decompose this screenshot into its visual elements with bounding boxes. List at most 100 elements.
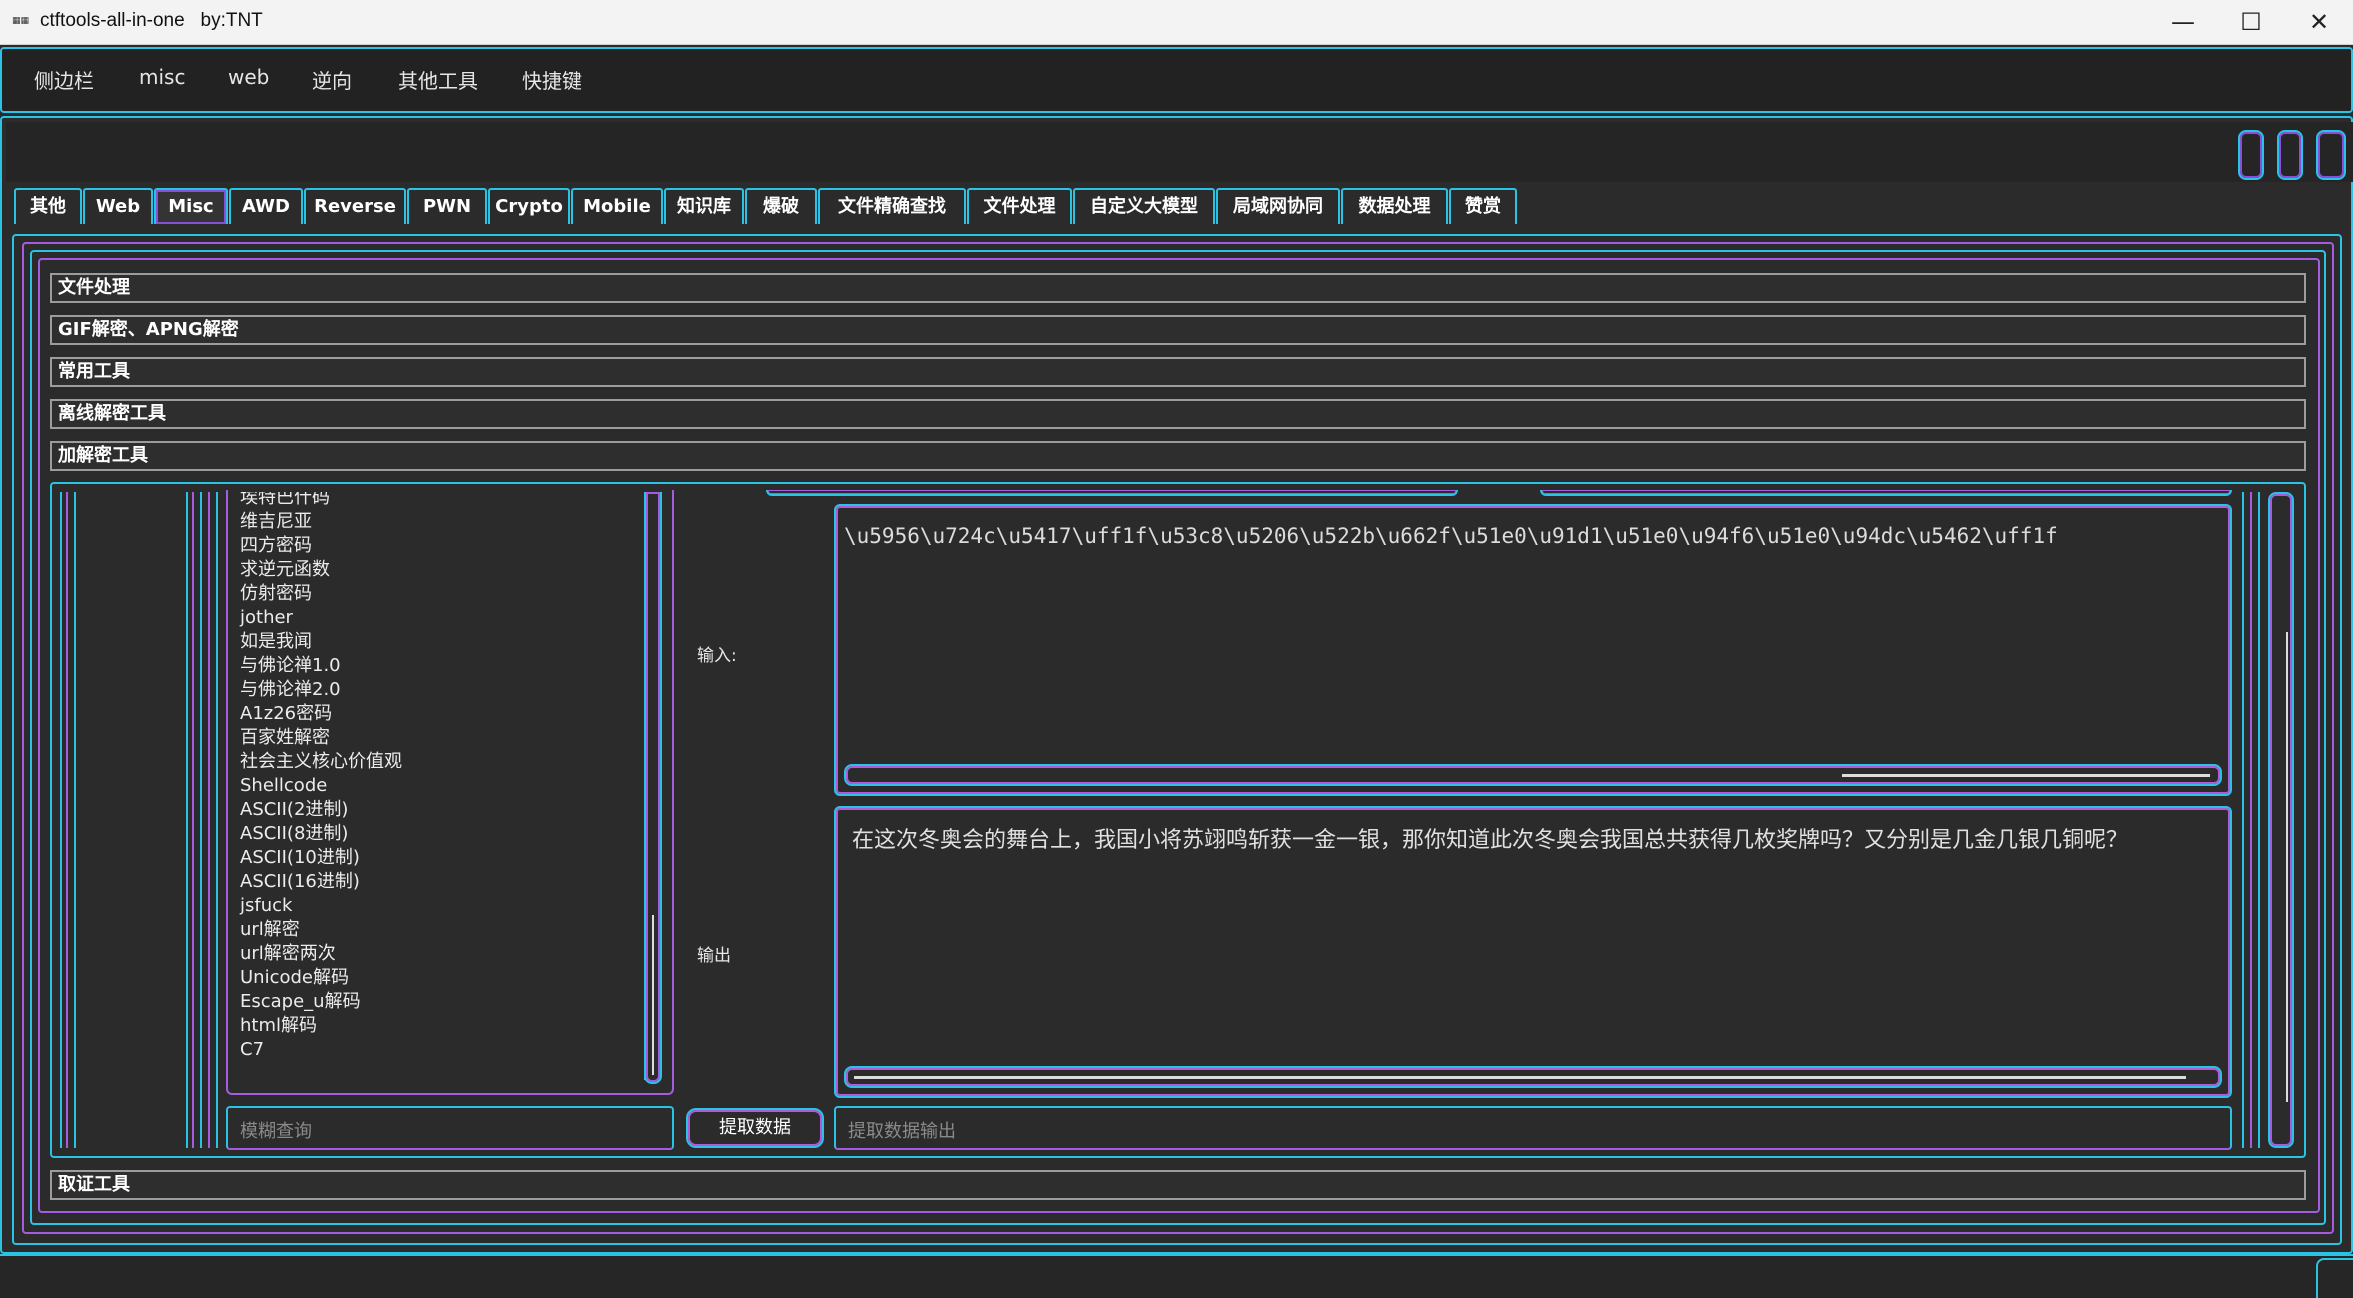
cipher-list-item[interactable]: 与佛论禅1.0 bbox=[240, 655, 341, 676]
tab-mobile[interactable]: Mobile bbox=[571, 188, 663, 224]
tab-crypto[interactable]: Crypto bbox=[488, 188, 570, 224]
extract-data-button[interactable]: 提取数据 bbox=[686, 1108, 824, 1148]
decor-line bbox=[186, 492, 188, 1148]
decor-line bbox=[216, 492, 218, 1148]
title-bar: ▦▦ ctftools-all-in-one by:TNT — ☐ ✕ bbox=[0, 0, 2353, 45]
menu-bar: 侧边栏 misc web 逆向 其他工具 快捷键 bbox=[0, 47, 2353, 113]
decor-strip bbox=[1540, 490, 2232, 496]
search-placeholder: 模糊查询 bbox=[240, 1121, 312, 1142]
output-label: 输出 bbox=[697, 946, 731, 966]
cipher-list-item[interactable]: ASCII(10进制) bbox=[240, 847, 360, 868]
input-text: \u5956\u724c\u5417\uff1f\u53c8\u5206\u52… bbox=[844, 524, 2058, 548]
cipher-list-item[interactable]: url解密两次 bbox=[240, 943, 336, 964]
window-title: ctftools-all-in-one by:TNT bbox=[40, 10, 263, 31]
menu-web[interactable]: web bbox=[228, 65, 270, 89]
input-hscroll-thumb[interactable] bbox=[1842, 774, 2210, 777]
corner-button-3[interactable] bbox=[2316, 130, 2346, 180]
cipher-list-item[interactable]: ASCII(8进制) bbox=[240, 823, 349, 844]
tab-knowledge[interactable]: 知识库 bbox=[664, 188, 744, 224]
cipher-list-item[interactable]: ASCII(16进制) bbox=[240, 871, 360, 892]
decor-line bbox=[2250, 492, 2252, 1148]
extract-output-placeholder: 提取数据输出 bbox=[848, 1121, 956, 1142]
menu-sidebar[interactable]: 侧边栏 bbox=[34, 69, 94, 93]
cipher-list-scrollbar[interactable] bbox=[644, 492, 662, 1084]
menu-misc[interactable]: misc bbox=[139, 65, 186, 89]
tab-misc[interactable]: Misc bbox=[154, 188, 228, 224]
cipher-list-item[interactable]: C7 bbox=[240, 1039, 265, 1060]
tab-web[interactable]: Web bbox=[83, 188, 153, 224]
cipher-list-item[interactable]: 社会主义核心价值观 bbox=[240, 751, 402, 772]
tab-other[interactable]: 其他 bbox=[14, 188, 82, 224]
cipher-list-item[interactable]: 埃特巴什码 bbox=[240, 487, 330, 508]
section-gif-apng[interactable]: GIF解密、APNG解密 bbox=[50, 315, 2306, 345]
cipher-list-item[interactable]: 求逆元函数 bbox=[240, 559, 330, 580]
tab-pwn[interactable]: PWN bbox=[407, 188, 487, 224]
decor-line bbox=[2258, 492, 2260, 1148]
cipher-list-item[interactable]: A1z26密码 bbox=[240, 703, 333, 724]
menu-other-tools[interactable]: 其他工具 bbox=[398, 69, 478, 93]
cipher-list-item[interactable]: jsfuck bbox=[240, 895, 293, 916]
output-text: 在这次冬奥会的舞台上，我国小将苏翊鸣斩获一金一银，那你知道此次冬奥会我国总共获得… bbox=[852, 828, 2129, 853]
maximize-button[interactable]: ☐ bbox=[2240, 8, 2262, 36]
cipher-list-item[interactable]: 维吉尼亚 bbox=[240, 511, 312, 532]
app-icon: ▦▦ bbox=[12, 16, 30, 26]
section-common-tools[interactable]: 常用工具 bbox=[50, 357, 2306, 387]
decor-line bbox=[60, 492, 62, 1148]
section-forensics[interactable]: 取证工具 bbox=[50, 1170, 2306, 1200]
cipher-list-item[interactable]: Unicode解码 bbox=[240, 967, 349, 988]
tab-content-frame bbox=[12, 234, 2342, 1245]
decor-line bbox=[208, 492, 210, 1148]
menu-shortcuts[interactable]: 快捷键 bbox=[522, 69, 582, 93]
cipher-list-scroll-thumb[interactable] bbox=[652, 915, 654, 1075]
section-offline-decrypt[interactable]: 离线解密工具 bbox=[50, 399, 2306, 429]
output-hscrollbar[interactable] bbox=[844, 1066, 2222, 1088]
corner-button-2[interactable] bbox=[2277, 130, 2303, 180]
cipher-list-item[interactable]: 如是我闻 bbox=[240, 631, 312, 652]
toolbar-strip bbox=[6, 122, 2353, 182]
cipher-list-item[interactable]: Shellcode bbox=[240, 775, 328, 796]
decor-line bbox=[2242, 492, 2244, 1148]
cipher-list-item[interactable]: 四方密码 bbox=[240, 535, 312, 556]
decor-strip bbox=[766, 490, 1458, 496]
tab-custom-model[interactable]: 自定义大模型 bbox=[1073, 188, 1215, 224]
tab-reverse[interactable]: Reverse bbox=[304, 188, 406, 224]
tab-data-processing[interactable]: 数据处理 bbox=[1341, 188, 1448, 224]
status-strip bbox=[0, 1254, 2353, 1298]
decor-line bbox=[192, 492, 194, 1148]
cipher-list-item[interactable]: ASCII(2进制) bbox=[240, 799, 349, 820]
menu-reverse[interactable]: 逆向 bbox=[312, 69, 352, 93]
input-hscrollbar[interactable] bbox=[844, 764, 2222, 786]
cipher-list-box[interactable] bbox=[226, 490, 674, 1095]
corner-button-1[interactable] bbox=[2238, 130, 2264, 180]
tab-file-processing[interactable]: 文件处理 bbox=[967, 188, 1072, 224]
section-file-processing[interactable]: 文件处理 bbox=[50, 273, 2306, 303]
tab-donate[interactable]: 赞赏 bbox=[1449, 188, 1517, 224]
cipher-list-item[interactable]: html解码 bbox=[240, 1015, 318, 1036]
output-textarea[interactable]: 在这次冬奥会的舞台上，我国小将苏翊鸣斩获一金一银，那你知道此次冬奥会我国总共获得… bbox=[834, 806, 2232, 1098]
crypto-tool-frame bbox=[50, 482, 2306, 1158]
output-hscroll-thumb[interactable] bbox=[854, 1076, 2186, 1079]
search-input[interactable]: 模糊查询 bbox=[226, 1106, 674, 1150]
close-button[interactable]: ✕ bbox=[2308, 8, 2330, 36]
inner-frame-2 bbox=[30, 250, 2326, 1225]
input-textarea[interactable]: \u5956\u724c\u5417\uff1f\u53c8\u5206\u52… bbox=[834, 504, 2232, 796]
input-label: 输入: bbox=[697, 646, 737, 666]
inner-frame-3 bbox=[38, 258, 2320, 1213]
tab-file-search[interactable]: 文件精确查找 bbox=[818, 188, 966, 224]
cipher-list-item[interactable]: 百家姓解密 bbox=[240, 727, 330, 748]
cipher-list-item[interactable]: 与佛论禅2.0 bbox=[240, 679, 341, 700]
extract-output-field[interactable]: 提取数据输出 bbox=[834, 1106, 2232, 1150]
right-vscrollbar[interactable] bbox=[2268, 492, 2294, 1148]
tab-bruteforce[interactable]: 爆破 bbox=[745, 188, 817, 224]
minimize-button[interactable]: — bbox=[2171, 8, 2195, 36]
cipher-list-item[interactable]: Escape_u解码 bbox=[240, 991, 361, 1012]
cipher-list-item[interactable]: jother bbox=[240, 607, 293, 628]
decor-line bbox=[74, 492, 76, 1148]
status-corner bbox=[2316, 1258, 2353, 1298]
tab-awd[interactable]: AWD bbox=[229, 188, 303, 224]
cipher-list-item[interactable]: 仿射密码 bbox=[240, 583, 312, 604]
right-vscroll-thumb[interactable] bbox=[2286, 632, 2288, 1102]
cipher-list-item[interactable]: url解密 bbox=[240, 919, 300, 940]
section-encrypt-decrypt[interactable]: 加解密工具 bbox=[50, 441, 2306, 471]
tab-lan-collab[interactable]: 局域网协同 bbox=[1216, 188, 1340, 224]
